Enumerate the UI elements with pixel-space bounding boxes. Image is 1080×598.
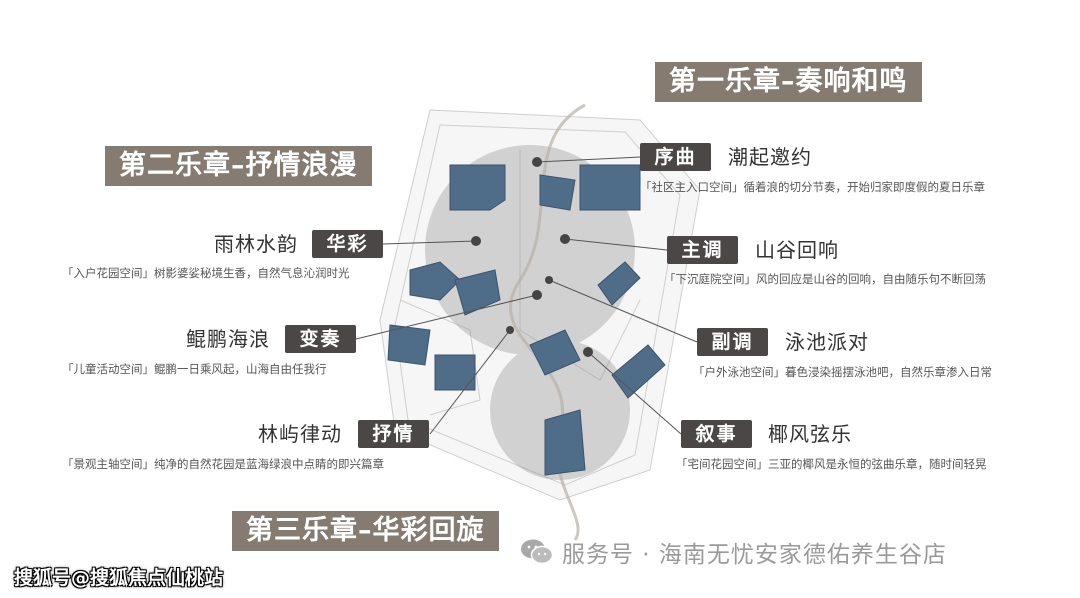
wechat-watermark-text: 服务号 · 海南无忧安家德佑养生谷店	[562, 542, 947, 568]
desc-pool: 「户外泳池空间」暮色浸染摇摆泳池吧，自然乐章渗入日常	[693, 365, 992, 379]
chapter-third: 第三乐章–华彩回旋	[232, 511, 499, 551]
desc-garden: 「宅间花园空间」三亚的椰风是永恒的弦曲乐章，随时间轻晃	[676, 457, 987, 471]
title-chaoqi: 潮起邀约	[728, 145, 812, 169]
tag-huacai: 华彩	[312, 230, 383, 258]
tag-shuqing: 抒情	[358, 420, 429, 448]
tag-zhudiao: 主调	[667, 236, 738, 264]
title-yongchi: 泳池派对	[785, 330, 869, 354]
tag-xuqu: 序曲	[640, 143, 711, 171]
tag-xushi: 叙事	[681, 420, 752, 448]
title-linyu: 林屿律动	[258, 422, 342, 446]
desc-entrance: 「社区主入口空间」循着浪的切分节奏，开始归家即度假的夏日乐章	[640, 180, 985, 194]
wechat-icon	[521, 539, 554, 565]
title-yulin: 雨林水韵	[214, 232, 298, 256]
desc-courtyard: 「下沉庭院空间」风的回应是山谷的回响，自由随乐句不断回荡	[664, 272, 986, 286]
tag-bianzou: 变奏	[285, 325, 356, 353]
title-yefeng: 椰风弦乐	[768, 422, 852, 446]
wechat-watermark: 服务号 · 海南无忧安家德佑养生谷店	[520, 535, 947, 569]
chapter-second: 第二乐章–抒情浪漫	[105, 146, 372, 186]
tag-fudiao: 副调	[697, 328, 768, 356]
buildings	[387, 164, 666, 476]
desc-kids: 「儿童活动空间」鲲鹏一日乘风起，山海自由任我行	[62, 362, 327, 376]
desc-axis: 「景观主轴空间」纯净的自然花园是蓝海绿浪中点睛的即兴篇章	[62, 457, 384, 471]
leader-lines	[355, 156, 698, 435]
sohu-watermark: 搜狐号@搜狐焦点仙桃站	[14, 567, 224, 589]
location-dots	[471, 157, 593, 357]
title-kunpeng: 鲲鹏海浪	[186, 327, 270, 351]
desc-entry-garden: 「入户花园空间」树影婆娑秘境生香，自然气息沁润时光	[62, 266, 350, 280]
chapter-first: 第一乐章–奏响和鸣	[655, 62, 922, 102]
title-shangu: 山谷回响	[755, 238, 839, 262]
